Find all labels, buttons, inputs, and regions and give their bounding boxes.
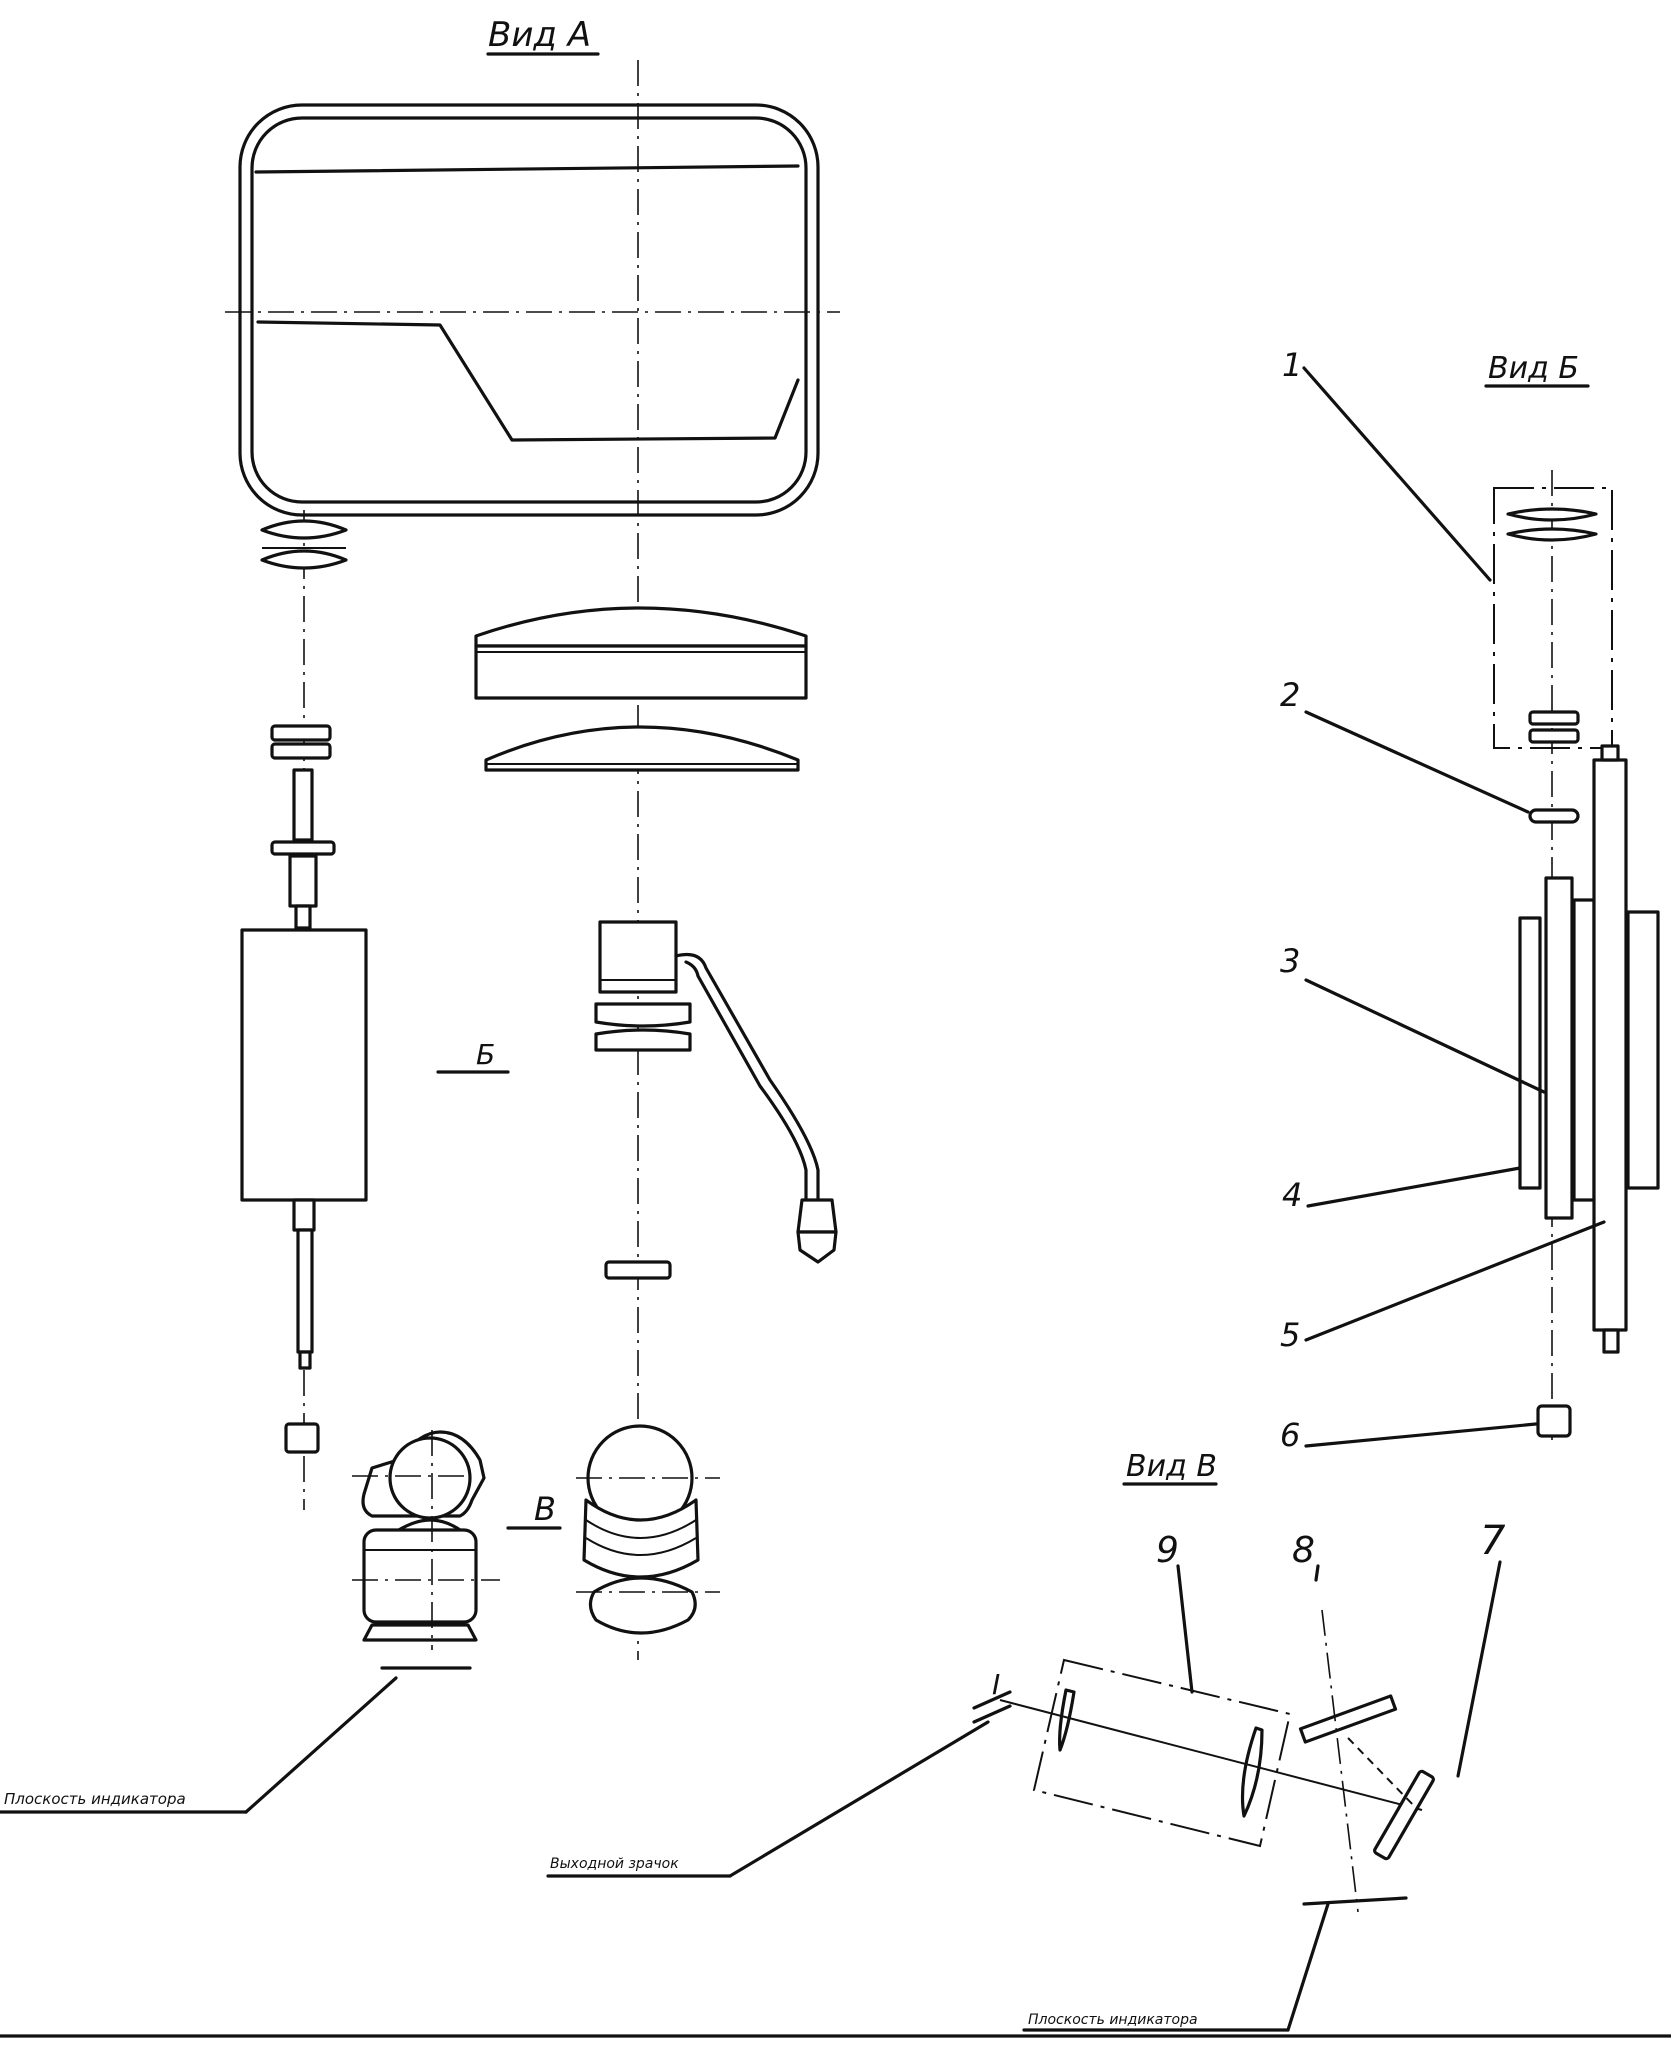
right-optical-column bbox=[474, 606, 838, 1280]
callout-2: 2 bbox=[1280, 676, 1300, 714]
view-b-label: Вид Б bbox=[1488, 351, 1579, 386]
indicator-housing bbox=[238, 103, 820, 517]
view-a-label: Вид А bbox=[488, 15, 591, 55]
view-v-title: Вид В bbox=[1122, 1449, 1218, 1486]
view-v-callouts: 9 8 7 bbox=[1156, 1518, 1506, 1778]
callout-9: 9 bbox=[1156, 1530, 1179, 1571]
indicator-plane-bottom-text: Плоскость индикатора bbox=[1028, 2012, 1198, 2028]
indicator-plane-left-text: Плоскость индикатора bbox=[4, 1790, 186, 1808]
callout-5: 5 bbox=[1280, 1316, 1300, 1354]
exit-pupil-leader: Выходной зрачок bbox=[546, 1720, 990, 1878]
left-optical-column bbox=[240, 519, 368, 1454]
exit-pupil-text: Выходной зрачок bbox=[550, 1856, 679, 1872]
callout-8: 8 bbox=[1292, 1530, 1315, 1571]
callout-3: 3 bbox=[1280, 942, 1300, 980]
section-mark-i-label: I bbox=[992, 1668, 1000, 1701]
view-b-title: Вид Б bbox=[1484, 351, 1590, 388]
view-b-callouts: 1 2 3 4 5 6 bbox=[1280, 346, 1606, 1454]
view-v-label: Вид В bbox=[1126, 1449, 1217, 1484]
section-mark-v-label: В bbox=[534, 1490, 556, 1528]
callout-7: 7 bbox=[1480, 1518, 1506, 1564]
section-mark-b-label: Б bbox=[476, 1038, 495, 1071]
indicator-plane-bottom-leader: Плоскость индикатора bbox=[1022, 1902, 1330, 2032]
callout-6: 6 bbox=[1280, 1416, 1300, 1454]
view-v-assembly: I bbox=[972, 1609, 1435, 1913]
callout-4: 4 bbox=[1282, 1176, 1302, 1214]
section-mark-v: В bbox=[506, 1490, 562, 1530]
callout-1: 1 bbox=[1282, 346, 1302, 384]
view-a-title: Вид А bbox=[486, 15, 600, 56]
view-b-assembly bbox=[1493, 470, 1660, 1440]
bottom-prism-right bbox=[576, 1424, 720, 1635]
indicator-plane-left-leader: Плоскость индикатора bbox=[0, 1666, 472, 1814]
bottom-prism-left bbox=[352, 1430, 500, 1650]
section-mark-b: Б bbox=[436, 1038, 510, 1074]
